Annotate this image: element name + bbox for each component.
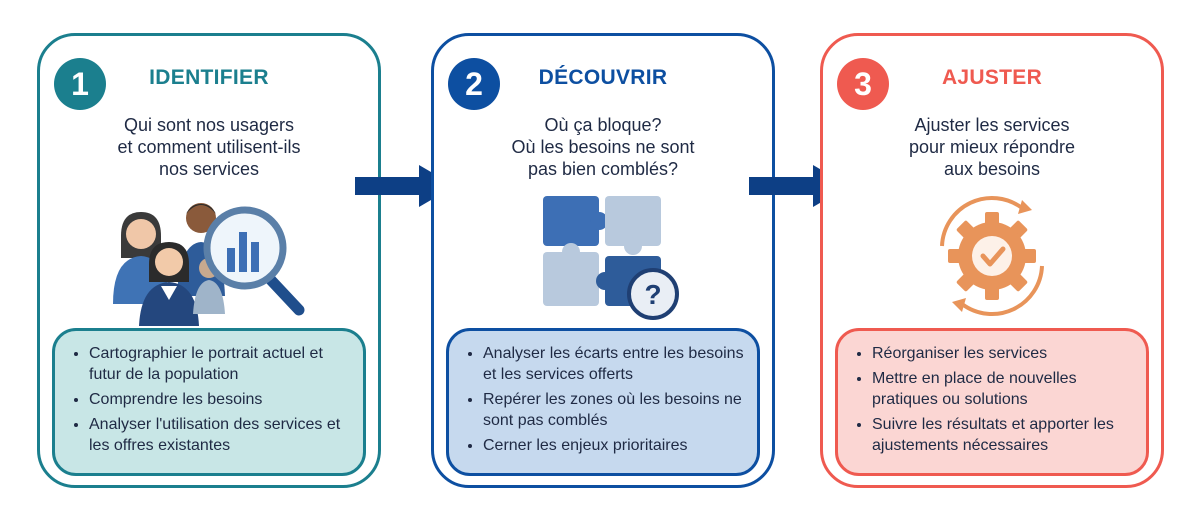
list-item: Cartographier le portrait actuel et futu… [89, 343, 353, 385]
step-question: Qui sont nos usagers et comment utilisen… [117, 115, 301, 179]
step-title: DÉCOUVRIR [538, 66, 668, 89]
step-card-identifier: 1 IDENTIFIER Qui sont nos usagers et com… [37, 33, 381, 488]
list-item: Réorganiser les services [872, 343, 1136, 364]
list-item: Analyser les écarts entre les besoins et… [483, 343, 747, 385]
step-title: AJUSTER [941, 66, 1043, 89]
step-number-badge: 2 [448, 58, 500, 110]
action-box: Cartographier le portrait actuel et futu… [52, 328, 366, 476]
svg-text:?: ? [644, 279, 661, 310]
action-list: Cartographier le portrait actuel et futu… [65, 343, 353, 456]
people-magnifier-icon [40, 186, 378, 326]
action-list: Analyser les écarts entre les besoins et… [459, 343, 747, 456]
step-card-ajuster: 3 AJUSTER Ajuster les services pour mieu… [820, 33, 1164, 488]
action-list: Réorganiser les services Mettre en place… [848, 343, 1136, 456]
list-item: Suivre les résultats et apporter les aju… [872, 414, 1136, 456]
puzzle-question-icon: ? [434, 186, 772, 326]
gear-cycle-icon [823, 186, 1161, 326]
list-item: Analyser l'utilisation des services et l… [89, 414, 353, 456]
action-box: Réorganiser les services Mettre en place… [835, 328, 1149, 476]
step-number-badge: 1 [54, 58, 106, 110]
list-item: Repérer les zones où les besoins ne sont… [483, 389, 747, 431]
step-question: Où ça bloque? Où les besoins ne sont pas… [511, 115, 695, 179]
list-item: Mettre en place de nouvelles pratiques o… [872, 368, 1136, 410]
list-item: Comprendre les besoins [89, 389, 353, 410]
action-box: Analyser les écarts entre les besoins et… [446, 328, 760, 476]
step-question: Ajuster les services pour mieux répondre… [908, 115, 1076, 179]
step-number-badge: 3 [837, 58, 889, 110]
step-card-decouvrir: 2 DÉCOUVRIR Où ça bloque? Où les besoins… [431, 33, 775, 488]
list-item: Cerner les enjeux prioritaires [483, 435, 747, 456]
step-title: IDENTIFIER [149, 66, 269, 89]
